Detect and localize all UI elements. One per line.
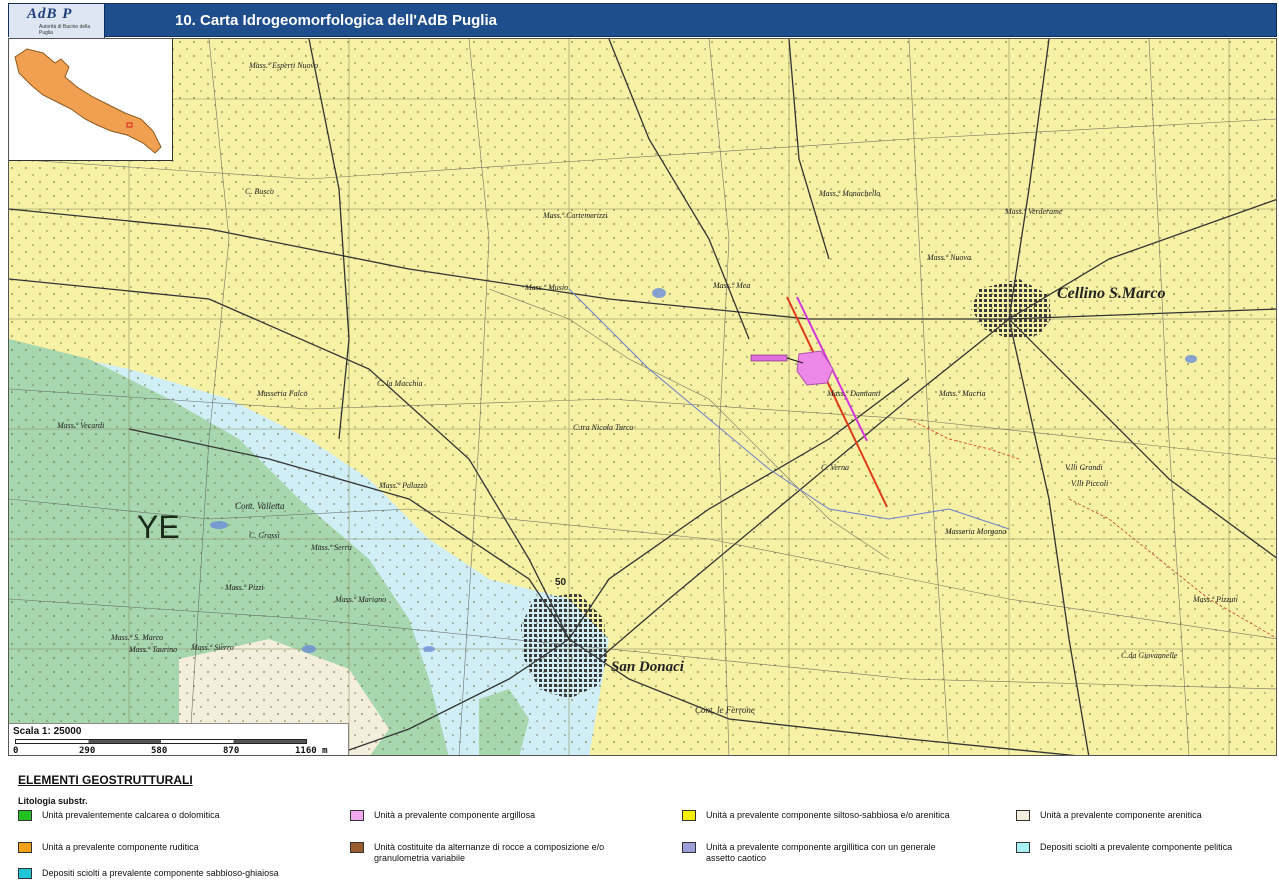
legend-swatch	[682, 842, 696, 853]
map-annotation: C. la Macchia	[377, 379, 423, 388]
legend-label: Unità costituite da alternanze di rocce …	[374, 842, 605, 863]
argillosa-leader	[786, 357, 804, 364]
logo-subtitle: Autorità di Bacino della Puglia	[39, 24, 91, 36]
legend-item-ruditica: Unità a prevalente componente ruditica	[18, 842, 298, 868]
puglia-inset-map	[9, 39, 173, 161]
logo-text: AdB P	[27, 6, 73, 22]
scale-bar: Scala 1: 25000 0 290 580 870 1160 m	[9, 723, 349, 756]
san-donaci-town	[521, 593, 607, 699]
legend-label: Unità a prevalente componente arenitica	[1040, 810, 1202, 820]
legend-swatch	[18, 810, 32, 821]
legend-swatch	[350, 842, 364, 853]
map-annotation: V.lli Grandi	[1065, 463, 1103, 472]
legend-label: Depositi sciolti a prevalente componente…	[42, 868, 279, 878]
legend-swatch	[18, 842, 32, 853]
map-annotation: Cont. Valletta	[235, 501, 285, 511]
scale-tick: 1160 m	[295, 746, 328, 756]
map-annotation: Mass.ª Mariano	[335, 595, 387, 604]
scale-tick: 0	[13, 746, 19, 756]
puglia-region	[14, 48, 162, 154]
legend-label: Depositi sciolti a prevalente componente…	[1040, 842, 1233, 852]
map-viewport[interactable]: Cellino S.Marco San Donaci YE 50 Mass.ª …	[8, 38, 1277, 756]
legend-item-siltoso-sabbiosa: Unità a prevalente componente siltoso-sa…	[682, 810, 962, 836]
legend-label: Unità a prevalente componente argillitic…	[706, 842, 936, 863]
secondary-roads	[9, 39, 1276, 755]
map-annotation: Mass.ª Palazzo	[379, 481, 428, 490]
map-annotation: Masseria Morgana	[945, 527, 1007, 536]
argillosa-area	[796, 350, 834, 386]
argillosa-label-box	[750, 354, 788, 362]
legend-label: Unità a prevalente componente argillosa	[374, 810, 536, 820]
map-annotation: Mass.ª Monachello	[819, 189, 881, 198]
legend-subtitle: Litologia substr.	[18, 796, 88, 806]
legend-item-sabbioso-ghiaiosa: Depositi sciolti a prevalente componente…	[18, 868, 298, 891]
zone-label-ye: YE	[137, 509, 180, 545]
legend-swatch	[350, 810, 364, 821]
legend-label: Unità prevalentemente calcarea o dolomit…	[42, 810, 220, 820]
legend-item-pelitica: Depositi sciolti a prevalente componente…	[1016, 842, 1266, 868]
map-annotation: Cont. le Ferrone	[695, 705, 755, 715]
map-annotation: Mass.ª Esperti Nuovo	[249, 61, 319, 70]
scale-tick: 870	[223, 746, 240, 756]
adb-logo: AdB P Autorità di Bacino della Puglia	[9, 4, 105, 38]
legend-swatch	[682, 810, 696, 821]
map-annotation: Mass.ª Pizzi	[225, 583, 264, 592]
elevation-label: 50	[555, 577, 567, 588]
vegetation-dots	[9, 39, 1276, 755]
map-annotation: Mass.ª Macria	[939, 389, 986, 398]
stream-line	[568, 288, 1010, 530]
map-annotation: C. Busco	[245, 187, 274, 196]
scale-track	[15, 739, 307, 744]
map-annotation: Mass.ª Taurino	[129, 645, 178, 654]
map-annotation: Masseria Falco	[257, 389, 308, 398]
scale-tick: 290	[79, 746, 96, 756]
puglia-region-shape	[14, 48, 162, 154]
legend-label: Unità a prevalente componente siltoso-sa…	[706, 810, 950, 820]
place-label-cellino: Cellino S.Marco	[1057, 285, 1166, 302]
map-annotation: Mass.ª Nuova	[927, 253, 971, 262]
map-annotation: C.da Giovannelle	[1121, 651, 1178, 660]
map-annotation: Mass.ª Serra	[311, 543, 352, 552]
map-annotation: V.lli Piccoli	[1071, 479, 1109, 488]
legend-swatch	[1016, 810, 1030, 821]
legend-label: Unità a prevalente componente ruditica	[42, 842, 199, 852]
legend-swatch	[18, 868, 32, 879]
legend-swatch	[1016, 842, 1030, 853]
inset-location-marker	[126, 122, 133, 128]
map-annotation: C.tra Nicola Turco	[573, 423, 634, 432]
map-annotation: Mass.ª Cartemerizzi	[543, 211, 608, 220]
ponds	[210, 288, 1197, 653]
place-label-san-donaci: San Donaci	[611, 659, 684, 675]
page-title: 10. Carta Idrogeomorfologica dell'AdB Pu…	[175, 12, 497, 29]
legend-item-alternanze: Unità costituite da alternanze di rocce …	[350, 842, 630, 868]
cellino-town	[971, 279, 1051, 339]
legend-item-argillitica: Unità a prevalente componente argillitic…	[682, 842, 962, 868]
map-annotation: Mass.ª Verderame	[1005, 207, 1063, 216]
map-annotation: Mass.ª Mea	[713, 281, 751, 290]
legend-title: ELEMENTI GEOSTRUTTURALI	[18, 773, 193, 787]
map-annotation: Mass.ª Vecardi	[57, 421, 105, 430]
map-annotation: Mass.ª Musio	[525, 283, 569, 292]
scale-label: Scala 1: 25000	[13, 726, 82, 737]
map-annotation: Mass.ª S. Marco	[111, 633, 164, 642]
legend-item-arenitica: Unità a prevalente componente arenitica	[1016, 810, 1266, 836]
map-canvas[interactable]	[9, 39, 1277, 756]
map-annotation: Mass.ª Damianti	[827, 389, 881, 398]
legend-item-argillosa: Unità a prevalente componente argillosa	[350, 810, 630, 836]
header-bar: AdB P Autorità di Bacino della Puglia 10…	[8, 3, 1277, 38]
map-annotation: Mass.ª Sierro	[191, 643, 234, 652]
map-annotation: C. Verna	[821, 463, 849, 472]
map-annotation: C. Grassi	[249, 531, 280, 540]
scale-tick: 580	[151, 746, 168, 756]
legend-item-calcarea: Unità prevalentemente calcarea o dolomit…	[18, 810, 298, 836]
map-annotation: Mass.ª Pizzuti	[1193, 595, 1238, 604]
legend-panel: ELEMENTI GEOSTRUTTURALI Litologia substr…	[8, 766, 1277, 891]
